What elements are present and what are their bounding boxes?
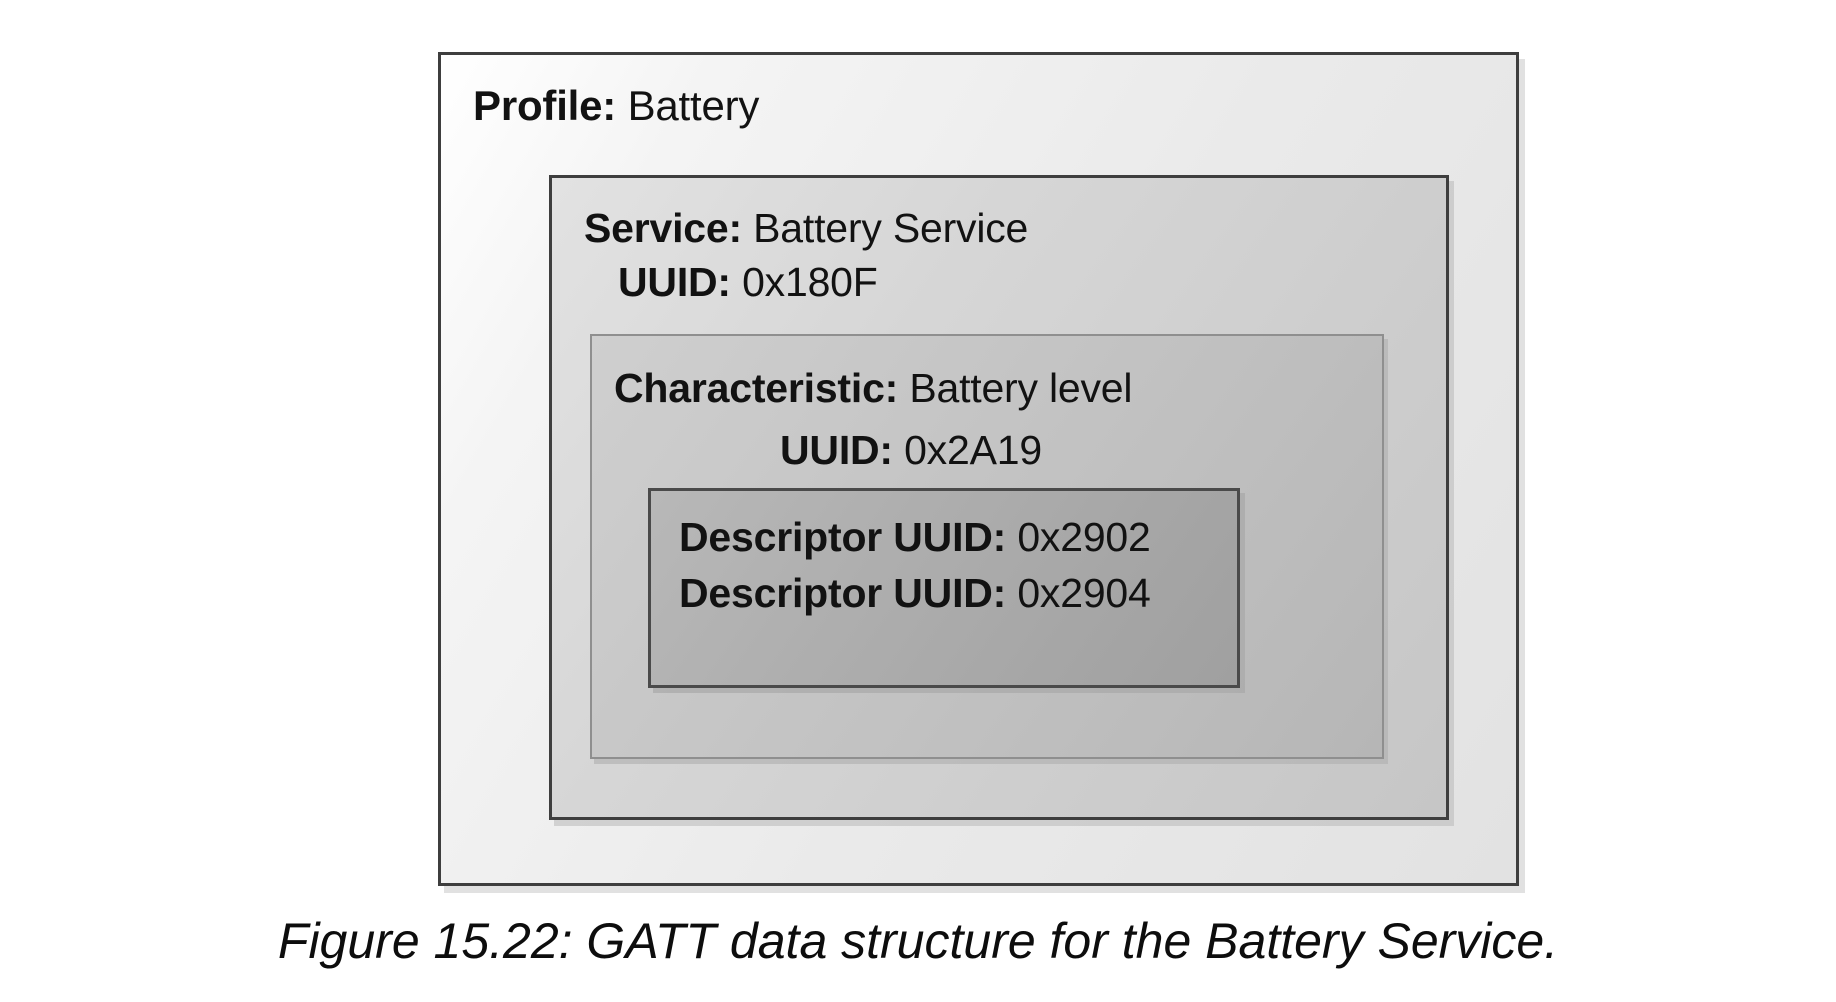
- profile-value: Battery: [616, 82, 760, 129]
- service-box: Service: Battery Service UUID: 0x180F Ch…: [549, 175, 1449, 820]
- profile-box: Profile: Battery Service: Battery Servic…: [438, 52, 1519, 886]
- descriptor-1-value: 0x2902: [1006, 514, 1151, 560]
- descriptor-line-1: Descriptor UUID: 0x2902: [679, 517, 1151, 558]
- characteristic-key: Characteristic:: [614, 365, 899, 411]
- descriptor-2-value: 0x2904: [1006, 570, 1151, 616]
- profile-label-line: Profile: Battery: [473, 85, 759, 127]
- characteristic-uuid-value: 0x2A19: [892, 427, 1042, 473]
- service-key: Service:: [584, 205, 742, 251]
- descriptor-1-key: Descriptor UUID:: [679, 514, 1007, 560]
- characteristic-label-line: Characteristic: Battery level: [614, 365, 1133, 411]
- descriptor-line-2: Descriptor UUID: 0x2904: [679, 573, 1151, 614]
- service-value: Battery Service: [741, 205, 1029, 251]
- profile-key: Profile:: [473, 82, 617, 129]
- characteristic-value: Battery level: [898, 365, 1133, 411]
- service-uuid-line: UUID: 0x180F: [618, 262, 878, 303]
- descriptor-box: Descriptor UUID: 0x2902 Descriptor UUID:…: [648, 488, 1240, 688]
- characteristic-box: Characteristic: Battery level UUID: 0x2A…: [590, 334, 1384, 759]
- characteristic-uuid-key: UUID:: [780, 427, 893, 473]
- characteristic-uuid-line: UUID: 0x2A19: [780, 430, 1042, 471]
- service-uuid-value: 0x180F: [730, 259, 878, 305]
- descriptor-2-key: Descriptor UUID:: [679, 570, 1007, 616]
- figure-caption: Figure 15.22: GATT data structure for th…: [277, 913, 1559, 969]
- service-uuid-key: UUID:: [618, 259, 731, 305]
- service-label-line: Service: Battery Service: [584, 208, 1028, 249]
